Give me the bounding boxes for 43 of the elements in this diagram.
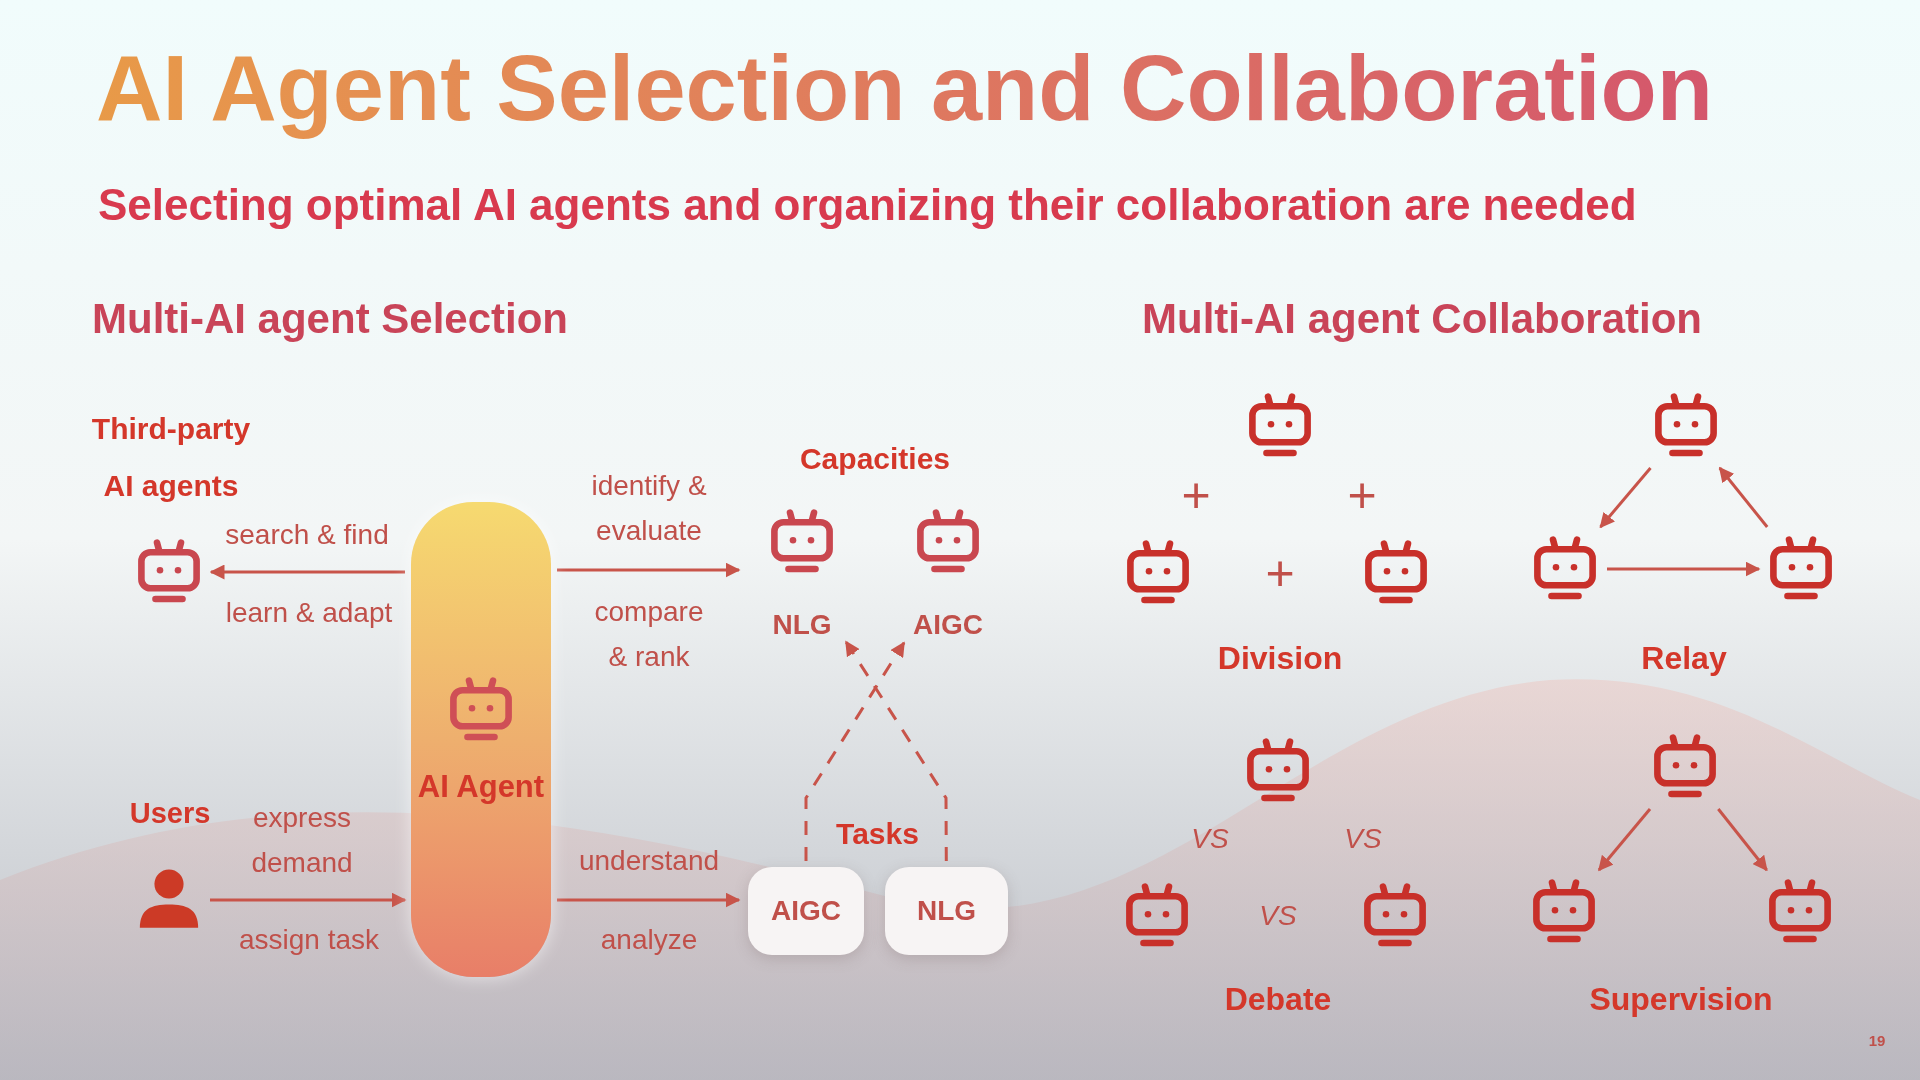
arrow-caption: learn & adapt [224,595,394,630]
versus-label: VS [1258,899,1298,933]
pattern-caption: Debate [1223,980,1333,1019]
arrow-caption: compare & rank [593,595,705,674]
pattern-caption: Division [1216,639,1344,678]
arrow [1607,561,1761,577]
arrow [209,564,405,580]
edge-label: express demand [250,801,354,880]
arrow [1597,808,1652,872]
edge-label: search & find [224,517,390,552]
section-heading: Multi-AI agent Collaboration [1141,293,1703,344]
agent-label: AI Agent [416,768,546,806]
arrow [1718,466,1769,528]
plus-sign: + [1180,470,1212,520]
node-heading: Users [128,796,212,832]
arrow [210,892,407,908]
subtitle: Selecting optimal AI agents and organizing their collaboration are needed [98,179,1637,231]
task-card: AIGC [748,867,864,955]
arrow [1599,467,1652,529]
arrow-caption: analyze [599,922,699,957]
group-heading: Capacities [798,441,952,477]
arrow [557,892,741,908]
section-heading: Multi-AI agent Selection [91,293,569,344]
arrow-caption: assign task [237,922,381,957]
versus-label: VS [1190,822,1230,856]
group-heading: Tasks [835,816,920,852]
task-card: NLG [885,867,1008,955]
plus-sign: + [1346,470,1378,520]
arrow [557,562,741,578]
node-heading: Third-party AI agents [90,411,252,504]
pattern-caption: Relay [1640,639,1728,678]
page-number: 19 [1867,1030,1887,1051]
edge-label: identify & evaluate [590,469,708,548]
arrow [844,640,948,861]
edge-label: understand [577,843,721,878]
capacity-label: NLG [771,608,833,642]
plus-sign: + [1264,548,1296,598]
versus-label: VS [1343,822,1383,856]
arrow [804,641,906,861]
arrow [1717,808,1768,872]
agent-pill [411,502,551,977]
pattern-caption: Supervision [1588,980,1774,1019]
capacity-label: AIGC [912,608,984,642]
